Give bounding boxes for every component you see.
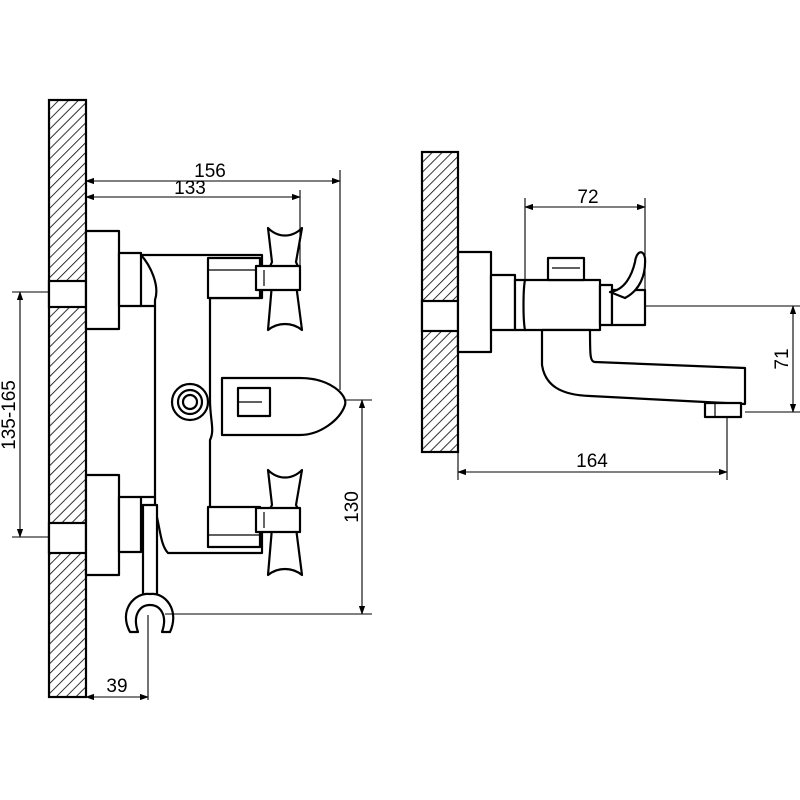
dim-body-width: 72 [577, 187, 598, 208]
lower-cross-handle [254, 468, 304, 577]
dim-inlet-spacing: 135-165 [0, 380, 20, 450]
spout-side [540, 328, 747, 419]
dim-spout-height: 71 [772, 348, 793, 369]
side-mixer-body [513, 251, 647, 332]
wall-section-front [47, 98, 88, 699]
dim-holder-offset: 39 [106, 676, 127, 697]
diverter-knob [170, 382, 210, 422]
dim-overall-depth: 156 [194, 161, 226, 182]
side-view [420, 150, 747, 454]
upper-inlet-flange [84, 229, 143, 331]
wall-section-side [420, 150, 460, 454]
front-dimensions: 156 133 135-165 130 39 [0, 161, 372, 701]
dim-spout-reach: 164 [576, 451, 608, 472]
side-dimensions: 72 71 164 [457, 187, 800, 480]
dim-handle-depth: 133 [174, 178, 206, 199]
shower-holder [124, 503, 175, 700]
lower-inlet-flange [84, 473, 143, 577]
spout-front [220, 376, 347, 437]
side-inlet-flange [456, 250, 517, 354]
front-view [47, 98, 347, 700]
dim-height-to-holder: 130 [342, 491, 363, 523]
upper-cross-handle [254, 226, 304, 332]
